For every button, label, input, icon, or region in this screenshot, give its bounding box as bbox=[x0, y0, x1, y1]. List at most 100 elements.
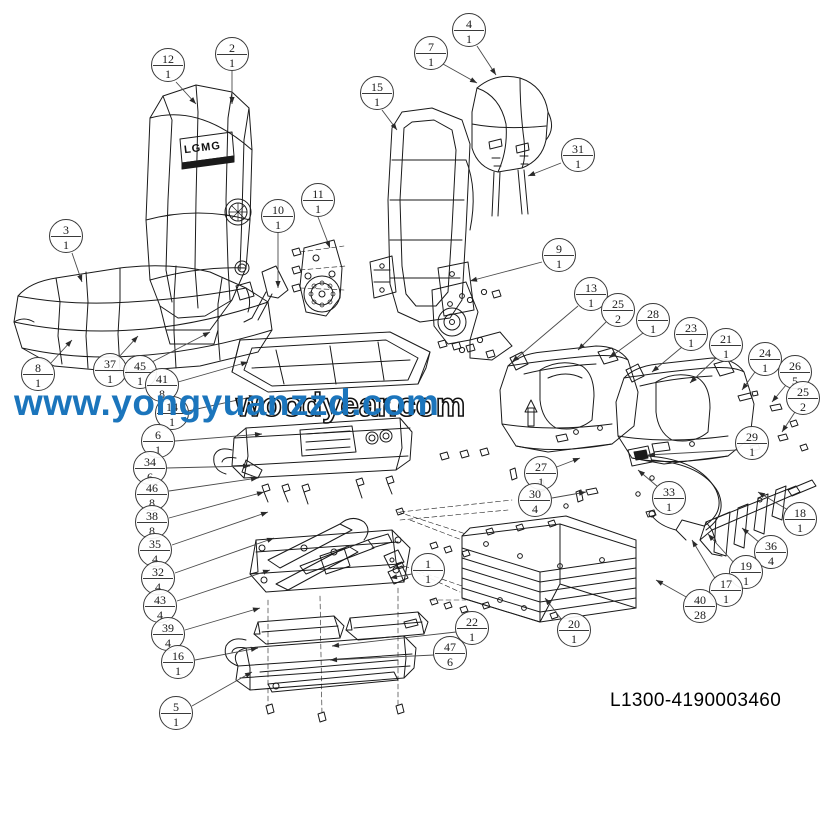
leader-arrowhead bbox=[656, 580, 664, 586]
callout-item-number: 46 bbox=[146, 481, 158, 495]
callout-item-number: 23 bbox=[685, 321, 697, 335]
leader-line bbox=[608, 332, 644, 359]
leader-arrowhead bbox=[65, 340, 72, 347]
leader-arrowhead bbox=[578, 490, 586, 496]
callout-item-number: 13 bbox=[585, 281, 597, 295]
callout-divider bbox=[544, 255, 574, 256]
leader-arrowhead bbox=[470, 276, 478, 282]
callout-quantity: 8 bbox=[149, 524, 155, 538]
callout-item-number: 8 bbox=[35, 361, 41, 375]
leader-arrowhead bbox=[742, 528, 750, 535]
callout-divider bbox=[303, 200, 333, 201]
leader-line bbox=[184, 607, 261, 631]
callout-divider bbox=[143, 441, 173, 442]
leader-arrowhead bbox=[489, 67, 496, 75]
leader-line bbox=[187, 395, 257, 412]
callout-divider bbox=[576, 294, 606, 295]
callout-divider bbox=[140, 550, 170, 551]
leader-arrowhead bbox=[469, 77, 477, 83]
comb-bracket bbox=[699, 479, 817, 557]
callout-item-number: 38 bbox=[146, 509, 158, 523]
callout-divider bbox=[676, 334, 706, 335]
mount-plates bbox=[253, 611, 429, 645]
callout-item-number: 39 bbox=[162, 621, 174, 635]
callout-divider bbox=[756, 552, 786, 553]
callout-item-number: 31 bbox=[572, 142, 584, 156]
leader-line bbox=[168, 491, 265, 519]
callout-divider bbox=[95, 370, 125, 371]
callout-divider bbox=[217, 54, 247, 55]
leader-arrowhead bbox=[254, 431, 262, 438]
callout-divider bbox=[603, 310, 633, 311]
callout-item-number: 12 bbox=[162, 52, 174, 66]
callout-divider bbox=[23, 374, 53, 375]
callout-quantity: 2 bbox=[615, 312, 621, 326]
callout-divider bbox=[263, 216, 293, 217]
callout-divider bbox=[416, 53, 446, 54]
callout-quantity: 1 bbox=[35, 376, 41, 390]
callout-item-number: 41 bbox=[156, 372, 168, 386]
callout-item-number: 1 bbox=[425, 557, 431, 571]
callout-item-number: 14 bbox=[166, 400, 178, 414]
leader-arrowhead bbox=[692, 540, 698, 548]
leader-arrowhead bbox=[782, 424, 788, 432]
leader-arrowhead bbox=[742, 382, 749, 390]
leader-line bbox=[191, 671, 253, 707]
callout-divider bbox=[435, 653, 465, 654]
callout-divider bbox=[51, 236, 81, 237]
callout-divider bbox=[143, 578, 173, 579]
callout-divider bbox=[788, 398, 818, 399]
callout-divider bbox=[711, 590, 741, 591]
callout-divider bbox=[362, 93, 392, 94]
callout-divider bbox=[780, 372, 810, 373]
part-number-label: L1300-4190003460 bbox=[610, 690, 782, 711]
leader-line bbox=[177, 361, 249, 383]
callout-quantity: 4 bbox=[532, 502, 538, 516]
leader-arrowhead bbox=[131, 336, 138, 343]
leader-line bbox=[151, 331, 211, 363]
leader-arrowhead bbox=[390, 574, 398, 580]
power-slide-assembly bbox=[213, 417, 490, 505]
callout-item-number: 22 bbox=[466, 615, 478, 629]
leader-line bbox=[171, 511, 269, 546]
callout-divider bbox=[125, 372, 155, 373]
callout-item-number: 33 bbox=[663, 485, 675, 499]
callout-divider bbox=[559, 630, 589, 631]
callout-divider bbox=[737, 443, 767, 444]
callout-divider bbox=[520, 500, 550, 501]
